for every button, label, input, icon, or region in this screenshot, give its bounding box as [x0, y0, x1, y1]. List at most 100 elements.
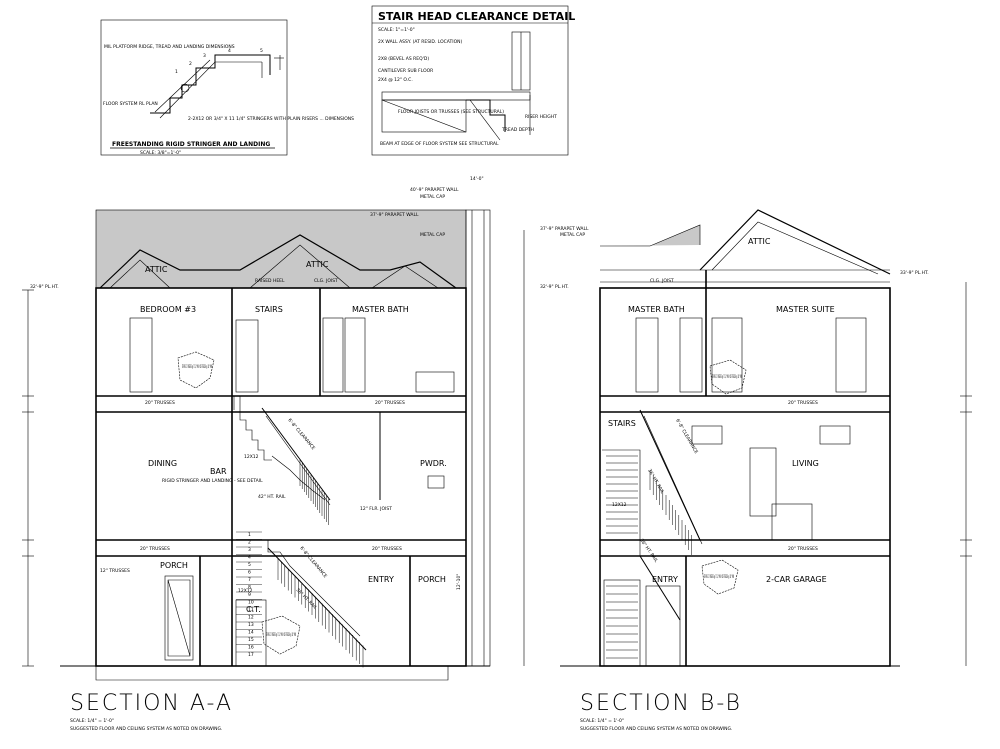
- room-bar: BAR: [210, 467, 227, 476]
- landing-label: RIGID STRINGER AND LANDING - SEE DETAIL: [162, 478, 263, 484]
- detail-title-freestanding: FREESTANDING RIGID STRINGER AND LANDING: [112, 141, 270, 148]
- svg-text:STAIRS 17 RISERS @ 7 1/2" MAX: STAIRS 17 RISERS @ 7 1/2" MAX 16 TREADS …: [182, 364, 212, 370]
- stairhead-note-1: 2X WALL ASSY. (AT RESID. LOCATION): [378, 39, 462, 45]
- door: [235, 319, 259, 393]
- detail-scale-stairhead: SCALE: 1"=1'-0": [378, 27, 415, 33]
- trusses-upper-label-a: 20" TRUSSES: [145, 400, 175, 406]
- plate-height-label-b: 32'-9" PL.HT.: [540, 284, 569, 290]
- step-number: 17: [248, 652, 254, 658]
- landing-box-a2: 12X12: [238, 588, 253, 594]
- door: [749, 447, 777, 517]
- section-a-title: SECTION A-A: [70, 691, 233, 716]
- room-attic-b: ATTIC: [748, 237, 771, 246]
- room-pwdr: PWDR.: [420, 459, 447, 468]
- detail-note-top: MIL PLATFORM RIDGE, TREAD AND LANDING DI…: [104, 44, 235, 50]
- metal-cap-2-label-a: METAL CAP: [420, 232, 445, 238]
- room-master-suite: MASTER SUITE: [776, 305, 835, 314]
- room-entry-b: ENTRY: [652, 575, 678, 584]
- trusses-lower-label-a2: 20" TRUSSES: [372, 546, 402, 552]
- section-b-scale: SCALE: 1/4" = 1'-0": [580, 718, 624, 724]
- detail-scale-freestanding: SCALE: 3/8"=1'-0": [140, 150, 181, 156]
- svg-text:STAIRS 17 RISERS @ 7 1/2" MAX: STAIRS 17 RISERS @ 7 1/2" MAX 16 TREADS …: [712, 374, 742, 380]
- plate-height-right-b: 33'-9" PL.HT.: [900, 270, 929, 276]
- room-porch-left: PORCH: [160, 561, 188, 570]
- width-top-label: 14'-0": [470, 176, 484, 182]
- stairhead-note-4: 2X4 @ 12" O.C.: [378, 77, 413, 83]
- step-number-2: 2: [189, 61, 192, 67]
- step-number: 4: [248, 555, 251, 561]
- step-number-3: 3: [203, 53, 206, 59]
- clearance-label-a2: 6'-8" CLEARANCE: [298, 545, 328, 579]
- room-attic-right: ATTIC: [306, 260, 329, 269]
- step-number: 2: [248, 540, 251, 546]
- svg-text:STAIRS 17 RISERS @ 7 1/2" MAX: STAIRS 17 RISERS @ 7 1/2" MAX 16 TREADS …: [704, 574, 734, 580]
- section-a-scale: SCALE: 1/4" = 1'-0": [70, 718, 114, 724]
- room-bedroom-3: BEDROOM #3: [140, 305, 196, 314]
- trusses-lower-label-a: 20" TRUSSES: [140, 546, 170, 552]
- door: [711, 317, 743, 393]
- rail-36-label-b: 36" HT. RAIL: [646, 468, 665, 495]
- landing-box-a: 12X12: [244, 454, 259, 460]
- balusters-upper: [299, 460, 329, 525]
- stair-head-detail: STAIR HEAD CLEARANCE DETAIL SCALE: 1"=1'…: [371, 5, 575, 156]
- svg-text:STAIRS 17 RISERS @ 7 1/2" MAX: STAIRS 17 RISERS @ 7 1/2" MAX 16 TREADS …: [266, 632, 296, 638]
- trusses-upper-label-a2: 20" TRUSSES: [375, 400, 405, 406]
- porch-door: [164, 575, 194, 661]
- step-number: 6: [248, 570, 251, 576]
- room-stairs-a: STAIRS: [255, 305, 283, 314]
- door: [322, 317, 344, 393]
- section-b: ATTIC MASTER BATH MASTER SUITE STAIRS LI…: [523, 209, 972, 732]
- clg-joist-label-a: CLG. JOIST: [314, 278, 338, 284]
- stairhead-note-3: CANTILEVER SUB FLOOR: [378, 68, 433, 74]
- balusters-b: [649, 470, 692, 555]
- room-master-bath-b: MASTER BATH: [628, 305, 685, 314]
- step-number: 15: [248, 637, 254, 643]
- window: [691, 425, 723, 445]
- detail-note-floor: FLOOR SYSTEM RL PLAN: [103, 101, 158, 107]
- parapet-wall-label-a: 40'-9" PARAPET WALL: [410, 187, 459, 193]
- roof-shingles: [95, 209, 467, 289]
- step-number: 14: [248, 630, 254, 636]
- door: [344, 317, 366, 393]
- dim-porch-a: 12'-10": [456, 574, 462, 590]
- window: [819, 425, 851, 445]
- parapet-wall-label-b: 37'-9" PARAPET WALL: [540, 226, 589, 232]
- room-entry-a: ENTRY: [368, 575, 394, 584]
- treads-b: [606, 455, 638, 659]
- room-attic-left: ATTIC: [145, 265, 168, 274]
- door: [835, 317, 867, 393]
- step-number-5: 5: [260, 48, 263, 54]
- plate-height-label-a: 32'-9" PL.HT.: [30, 284, 59, 290]
- step-number: 1: [248, 532, 251, 538]
- step-number: 3: [248, 547, 251, 553]
- parapet-wall-2-label-a: 37'-9" PARAPET WALL: [370, 212, 419, 218]
- metal-cap-label-b: METAL CAP: [560, 232, 585, 238]
- stair-stamp-b2: STAIRS 17 RISERS @ 7 1/2" MAX 16 TREADS …: [701, 559, 739, 595]
- freestanding-stringer-detail: MIL PLATFORM RIDGE, TREAD AND LANDING DI…: [100, 19, 354, 156]
- door: [635, 317, 659, 393]
- room-porch-right: PORCH: [418, 575, 446, 584]
- trusses-upper-label-b: 20" TRUSSES: [788, 400, 818, 406]
- step-number: 8: [248, 585, 251, 591]
- trusses-mid-label-a: 12" TRUSSES: [100, 568, 130, 574]
- clearance-label-a: 6'-8" CLEARANCE: [286, 417, 316, 451]
- rail-42-label: 42" HT. RAIL: [258, 494, 286, 500]
- door: [679, 317, 703, 393]
- room-dining: DINING: [148, 459, 177, 468]
- room-ct: C.T.: [246, 605, 261, 614]
- rail-36-label-b2: 36" HT. RAIL: [638, 538, 659, 564]
- riser-height-label: RISER HEIGHT: [525, 114, 557, 120]
- stairhead-note-2: 2X8 (BEVEL AS REQ'D): [378, 56, 429, 62]
- trusses-lower-label-b: 20" TRUSSES: [788, 546, 818, 552]
- door: [129, 317, 153, 393]
- stair-rail-upper: [261, 407, 331, 506]
- metal-cap-label-a: METAL CAP: [420, 194, 445, 200]
- step-number: 10: [248, 600, 254, 606]
- step-number: 5: [248, 562, 251, 568]
- stair-stamp-a2: STAIRS 17 RISERS @ 7 1/2" MAX 16 TREADS …: [261, 615, 301, 655]
- section-b-title: SECTION B-B: [580, 691, 742, 716]
- section-a-note: SUGGESTED FLOOR AND CEILING SYSTEM AS NO…: [70, 726, 222, 732]
- room-living: LIVING: [792, 459, 819, 468]
